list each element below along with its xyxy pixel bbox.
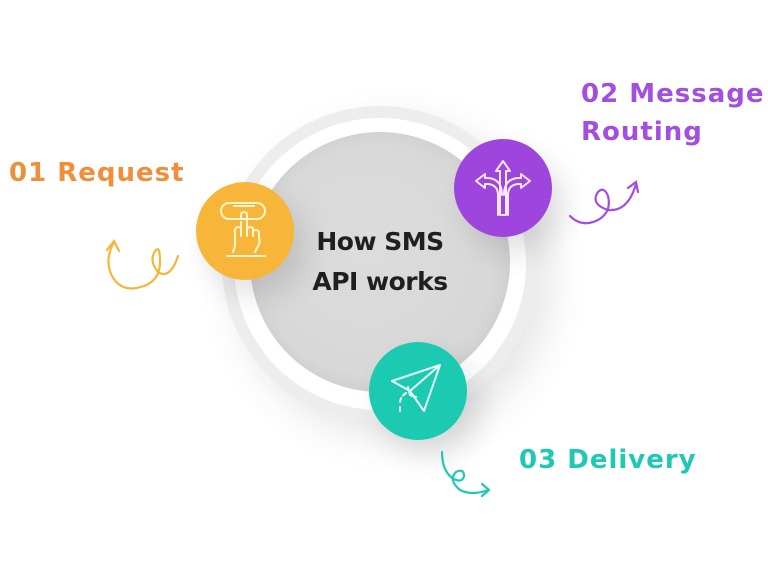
split-arrows-icon (475, 160, 531, 216)
step-routing-label: 02 Message Routing (581, 75, 768, 151)
step-routing-label-line-1: 02 Message (581, 79, 765, 109)
step-routing-label-line-2: Routing (581, 117, 703, 147)
step-delivery-label: 03 Delivery (519, 445, 697, 475)
diagram-title: How SMS API works (280, 222, 480, 302)
step-request-label: 01 Request (9, 158, 185, 188)
step-routing-circle (454, 139, 552, 237)
step-delivery-circle (369, 342, 467, 440)
paper-plane-icon (391, 364, 441, 412)
curly-arrow-icon (105, 238, 180, 290)
step-request-circle (196, 182, 294, 280)
curly-arrow-icon (440, 450, 491, 498)
curly-arrow-icon (568, 180, 640, 225)
title-line-2: API works (312, 267, 448, 296)
hand-pressing-button-icon (220, 202, 266, 257)
title-line-1: How SMS (316, 227, 444, 256)
